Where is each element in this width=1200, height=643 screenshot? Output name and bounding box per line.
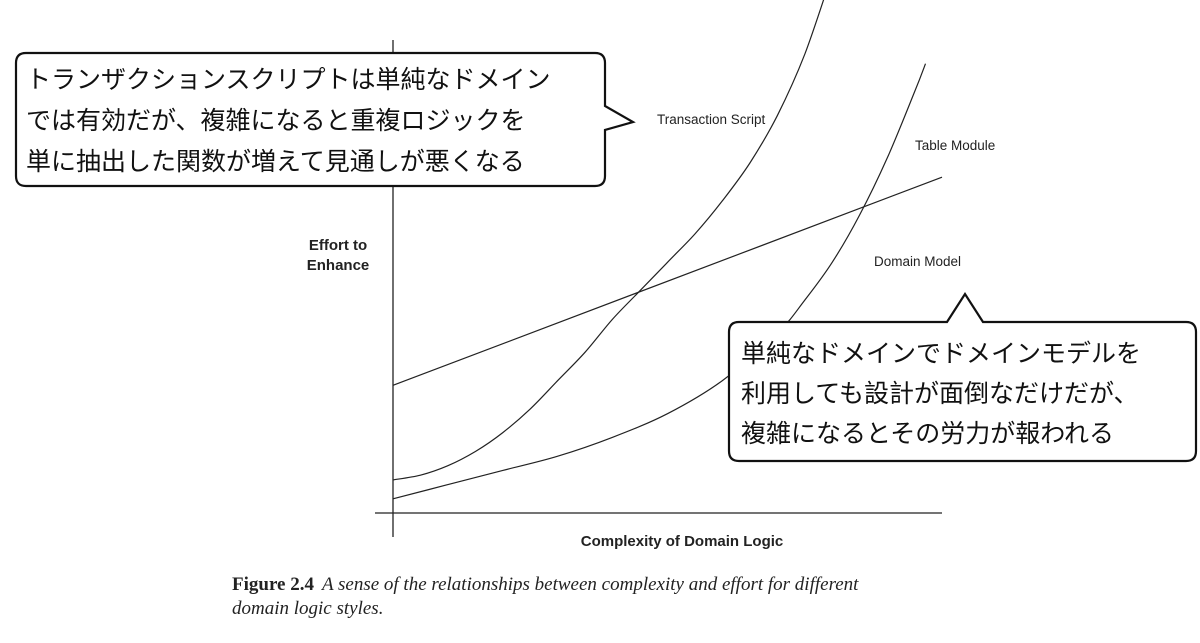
series-label-domain-model: Domain Model xyxy=(874,254,961,269)
x-axis-label: Complexity of Domain Logic xyxy=(581,533,784,550)
series-line-transaction-script xyxy=(392,0,825,481)
callout-bottom-right-line3: 複雑になるとその労力が報われる xyxy=(741,419,1114,448)
callout-bottom-right-box xyxy=(727,291,1198,463)
callout-top-left-line2: では有効だが、複雑になると重複ロジックを xyxy=(26,106,526,135)
callout-top-left-box xyxy=(14,51,636,188)
figure-caption: Figure 2.4 A sense of the relationships b… xyxy=(232,574,859,619)
callout-top-left: トランザクションスクリプトは単純なドメイン では有効だが、複雑になると重複ロジッ… xyxy=(14,51,636,188)
series-label-transaction-script: Transaction Script xyxy=(657,112,766,127)
callout-bottom-right: 単純なドメインでドメインモデルを 利用しても設計が面倒なだけだが、 複雑になると… xyxy=(727,291,1198,463)
y-axis-label-line2: Enhance xyxy=(307,257,370,274)
caption-line1: Figure 2.4 A sense of the relationships b… xyxy=(232,574,859,595)
caption-line2: domain logic styles. xyxy=(232,598,383,619)
series-line-domain-model xyxy=(392,176,943,386)
y-axis-label-line1: Effort to xyxy=(309,237,367,254)
callout-bottom-right-line2: 利用しても設計が面倒なだけだが、 xyxy=(741,379,1139,408)
callout-top-left-line3: 単に抽出した関数が増えて見通しが悪くなる xyxy=(26,147,525,176)
caption-text-line1: A sense of the relationships between com… xyxy=(320,574,859,595)
callout-bottom-right-line1: 単純なドメインでドメインモデルを xyxy=(741,339,1141,368)
series-label-table-module: Table Module xyxy=(915,138,995,153)
callout-top-left-line1: トランザクションスクリプトは単純なドメイン xyxy=(26,65,551,94)
caption-label: Figure 2.4 xyxy=(232,574,314,595)
